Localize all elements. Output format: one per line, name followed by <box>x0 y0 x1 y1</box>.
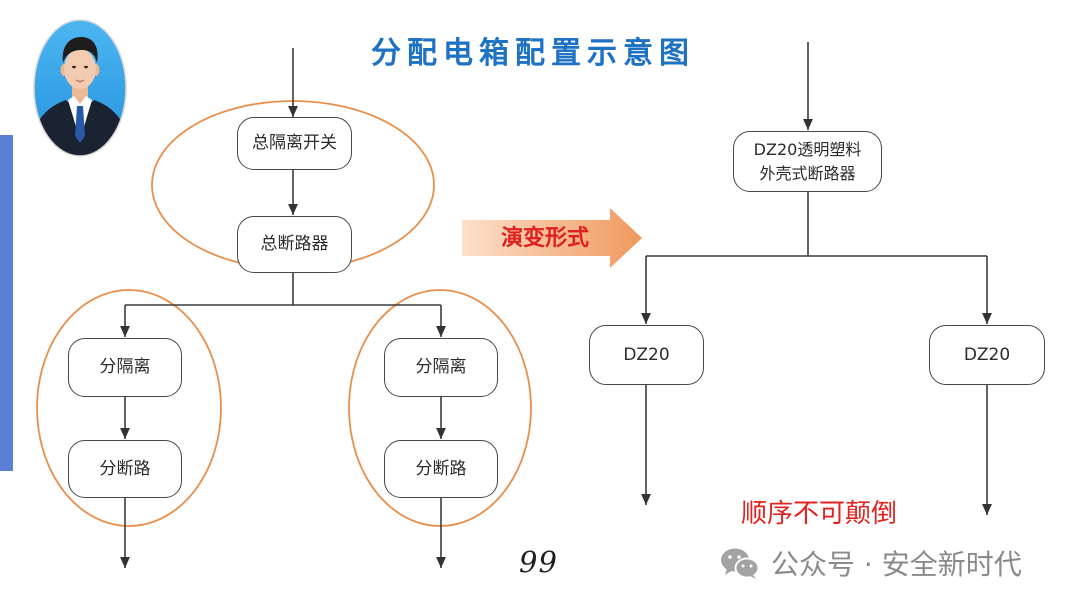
watermark: 公众号 · 安全新时代 <box>720 545 1022 581</box>
right-diagram-connectors <box>641 42 992 515</box>
wechat-bubble-small <box>734 557 760 578</box>
portrait-photo <box>33 19 127 157</box>
main-breaker-label: 总断路器 <box>260 234 329 255</box>
branch-1-breaker-box: 分断路 <box>68 440 182 498</box>
main-isolator-label: 总隔离开关 <box>252 133 337 154</box>
left-diagram-connectors <box>120 48 446 568</box>
branch-2-breaker-box: 分断路 <box>384 440 498 498</box>
branch-2-group-ellipse <box>348 289 532 527</box>
main-breaker-box: 总断路器 <box>237 216 352 273</box>
dz20-branch-1-label: DZ20 <box>623 344 670 365</box>
order-note: 顺序不可颠倒 <box>740 499 897 529</box>
wechat-eye-3 <box>741 564 745 567</box>
dz20-main-breaker-line-1: DZ20透明塑料 <box>753 140 862 160</box>
transition-arrow-shape <box>462 208 642 268</box>
page-number: 99 <box>519 545 558 579</box>
dz20-main-breaker-line-2: 外壳式断路器 <box>759 163 856 183</box>
branch-1-isolator-box: 分隔离 <box>68 338 182 397</box>
wechat-bubble-large-tail <box>725 567 733 575</box>
portrait-hair <box>62 37 98 63</box>
portrait-eye-right <box>84 65 88 69</box>
branch-2-isolator-label: 分隔离 <box>415 357 467 378</box>
branch-1-group-ellipse <box>36 289 222 527</box>
dz20-branch-2-box: DZ20 <box>929 325 1045 385</box>
wechat-bubble-small-tail <box>750 574 756 579</box>
transition-label: 演变形式 <box>500 226 589 251</box>
branch-1-breaker-label: 分断路 <box>99 458 151 479</box>
portrait-frame <box>33 19 127 157</box>
dz20-branch-2-label: DZ20 <box>963 344 1011 365</box>
main-isolator-box: 总隔离开关 <box>237 117 352 170</box>
slide-title: 分配电箱配置示意图 <box>371 36 695 71</box>
wechat-eye-4 <box>749 564 753 567</box>
portrait-eye-left <box>72 65 76 69</box>
portrait-face <box>64 49 96 89</box>
wechat-eye-1 <box>728 554 732 559</box>
branch-2-isolator-box: 分隔离 <box>384 338 498 397</box>
portrait-tie <box>75 106 85 143</box>
side-accent-bar <box>0 135 13 471</box>
dz20-branch-1-box: DZ20 <box>589 325 704 385</box>
branch-2-breaker-label: 分断路 <box>415 458 467 479</box>
wechat-icon <box>721 548 760 579</box>
branch-1-isolator-label: 分隔离 <box>99 357 151 378</box>
dz20-main-breaker-box: DZ20透明塑料 外壳式断路器 <box>733 131 882 192</box>
watermark-text: 公众号 · 安全新时代 <box>771 548 1022 581</box>
wechat-eye-2 <box>737 554 741 559</box>
portrait-mouth <box>75 79 85 83</box>
